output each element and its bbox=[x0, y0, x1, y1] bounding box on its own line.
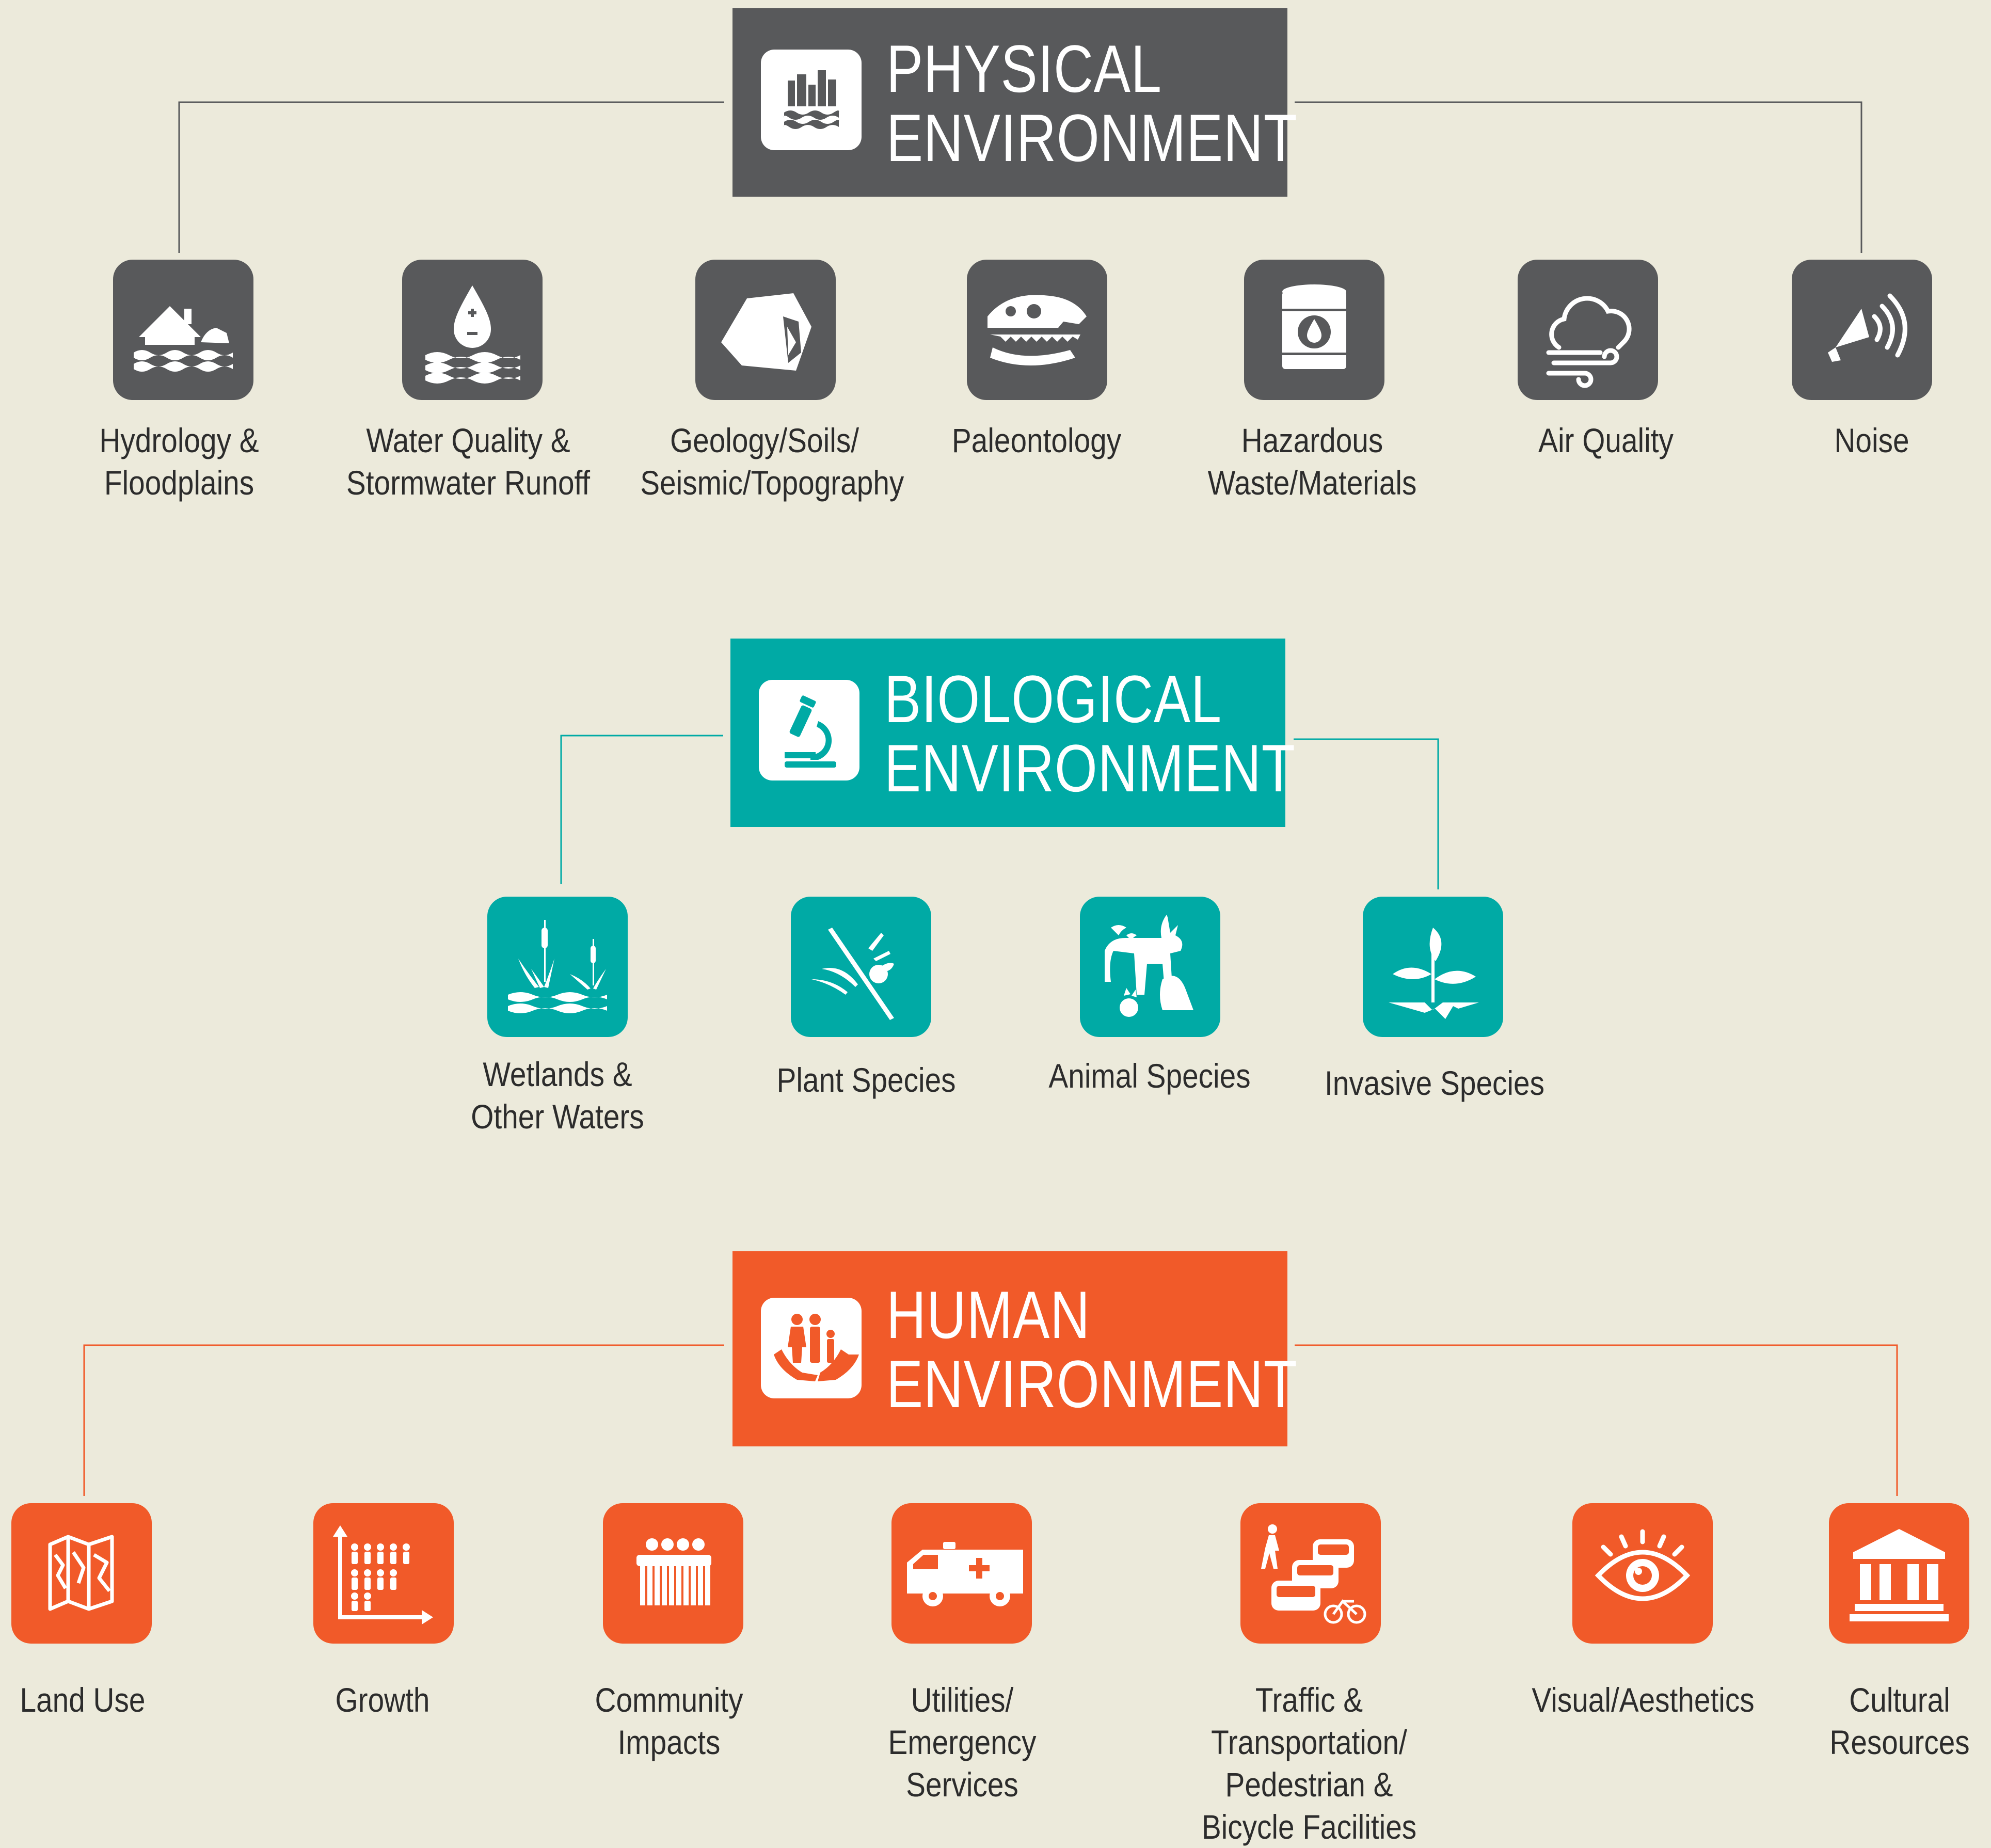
cattail-icon bbox=[508, 920, 607, 1013]
cloud-wind-icon bbox=[1546, 296, 1632, 388]
biological-environment-header: BIOLOGICAL ENVIRONMENT bbox=[730, 639, 1295, 827]
tile-air-quality[interactable] bbox=[1518, 260, 1658, 400]
human-title: HUMAN ENVIRONMENT bbox=[886, 1277, 1298, 1422]
tile-paleontology[interactable] bbox=[967, 260, 1107, 400]
human-connector bbox=[83, 1344, 724, 1496]
label-invasive-species: Invasive Species bbox=[1325, 1064, 1544, 1102]
physical-environment-header: PHYSICAL ENVIRONMENT bbox=[732, 8, 1297, 197]
tile-wetlands[interactable] bbox=[487, 897, 628, 1037]
water-drop-icon bbox=[425, 285, 520, 384]
family-hands-icon bbox=[761, 1298, 862, 1398]
dinosaur-skull-icon bbox=[987, 295, 1087, 365]
plant-branch-icon bbox=[811, 928, 894, 1020]
microscope-icon bbox=[759, 680, 859, 780]
museum-icon bbox=[1850, 1529, 1949, 1621]
tile-community-impacts[interactable] bbox=[603, 1503, 743, 1644]
tile-plant-species[interactable] bbox=[791, 897, 931, 1037]
sprout-icon bbox=[1389, 928, 1479, 1019]
tile-land-use[interactable] bbox=[11, 1503, 152, 1644]
label-visual-aesthetics: Visual/Aesthetics bbox=[1532, 1681, 1755, 1719]
label-animal-species: Animal Species bbox=[1048, 1057, 1251, 1095]
rock-icon bbox=[721, 293, 811, 371]
label-hydrology: Hydrology &Floodplains bbox=[99, 421, 259, 502]
label-growth: Growth bbox=[335, 1681, 430, 1719]
tile-animal-species[interactable] bbox=[1080, 897, 1220, 1037]
tile-invasive-species[interactable] bbox=[1363, 897, 1503, 1037]
tile-hydrology[interactable] bbox=[113, 260, 253, 400]
tile-water-quality[interactable] bbox=[402, 260, 543, 400]
oil-barrel-icon bbox=[1282, 284, 1346, 369]
ambulance-icon bbox=[907, 1542, 1023, 1606]
tile-utilities[interactable] bbox=[891, 1503, 1032, 1644]
animals-icon bbox=[1105, 915, 1193, 1017]
connector-lines bbox=[83, 101, 1898, 1496]
label-plant-species: Plant Species bbox=[776, 1061, 956, 1099]
label-land-use: Land Use bbox=[20, 1681, 146, 1719]
speaker-icon bbox=[1828, 293, 1907, 362]
map-icon bbox=[48, 1535, 114, 1611]
label-geology: Geology/Soils/Seismic/Topography bbox=[640, 421, 904, 502]
city-water-icon bbox=[761, 50, 862, 150]
biological-connector bbox=[560, 735, 723, 884]
human-environment-header: HUMAN ENVIRONMENT bbox=[732, 1251, 1297, 1446]
tile-geology[interactable] bbox=[695, 260, 836, 400]
physical-connector bbox=[178, 101, 724, 253]
traffic-icon bbox=[1261, 1524, 1366, 1624]
eye-icon bbox=[1595, 1529, 1691, 1601]
physical-connector bbox=[1295, 101, 1862, 253]
tile-traffic[interactable] bbox=[1240, 1503, 1381, 1644]
tile-noise[interactable] bbox=[1792, 260, 1932, 400]
physical-title: PHYSICAL ENVIRONMENT bbox=[886, 31, 1298, 176]
label-noise: Noise bbox=[1834, 421, 1909, 459]
flooded-house-icon bbox=[134, 306, 233, 372]
tile-growth[interactable] bbox=[313, 1503, 454, 1644]
label-traffic: Traffic & Transportation/Pedestrian &Bic… bbox=[1201, 1681, 1417, 1846]
tile-visual-aesthetics[interactable] bbox=[1572, 1503, 1713, 1644]
label-utilities: Utilities/Emergency Services bbox=[888, 1681, 1037, 1804]
population-growth-icon bbox=[333, 1525, 433, 1624]
tile-hazardous[interactable] bbox=[1244, 260, 1384, 400]
label-water-quality: Water Quality &Stormwater Runoff bbox=[346, 421, 591, 502]
label-paleontology: Paleontology bbox=[951, 421, 1122, 459]
label-wetlands: Wetlands &Other Waters bbox=[471, 1055, 644, 1136]
biological-title: BIOLOGICAL ENVIRONMENT bbox=[884, 661, 1296, 806]
human-connector bbox=[1295, 1344, 1898, 1496]
tile-cultural-resources[interactable] bbox=[1829, 1503, 1969, 1644]
biological-connector bbox=[1294, 738, 1439, 889]
label-air-quality: Air Quality bbox=[1538, 421, 1674, 459]
community-icon bbox=[636, 1538, 711, 1605]
